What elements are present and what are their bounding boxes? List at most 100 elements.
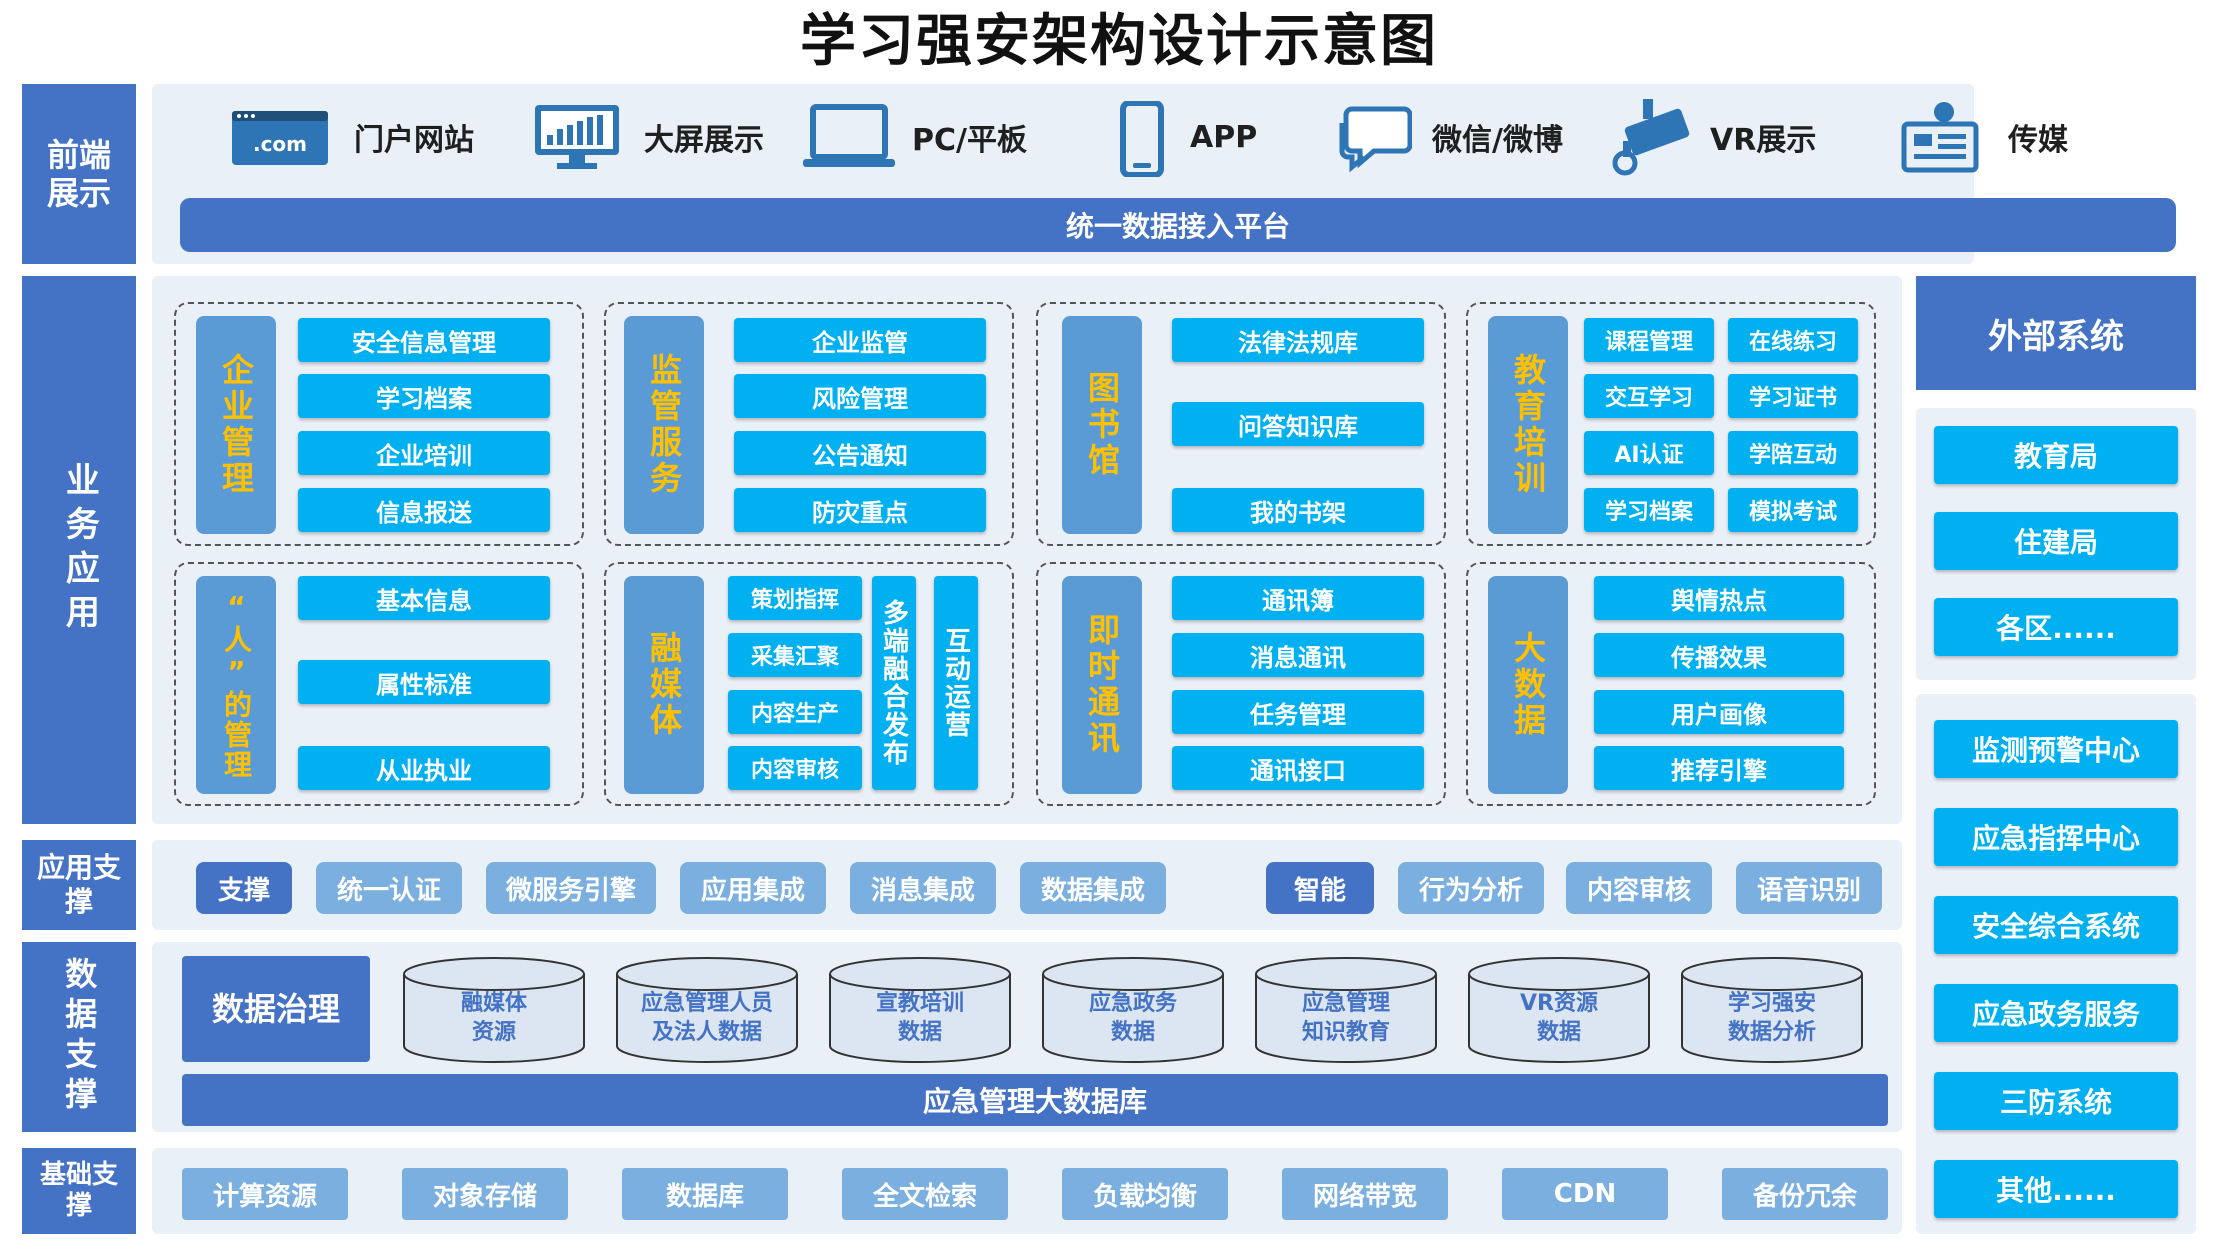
web-portal-icon-text: .com [253, 132, 307, 156]
btn-public-opinion[interactable]: 舆情热点 [1594, 576, 1844, 620]
pill-data-integration[interactable]: 数据集成 [1020, 862, 1166, 914]
ext-monitoring-center[interactable]: 监测预警中心 [1934, 720, 2178, 778]
base-fulltext-search[interactable]: 全文检索 [842, 1168, 1008, 1220]
frontend-label-app: APP [1190, 119, 1258, 155]
btn-interactive-operation[interactable]: 互动运营 [934, 576, 978, 790]
base-object-storage[interactable]: 对象存储 [402, 1168, 568, 1220]
section-tab-app-support: 应用支撑 [22, 840, 136, 930]
unified-data-access-platform: 统一数据接入平台 [180, 198, 2176, 252]
pill-speech-recognition[interactable]: 语音识别 [1736, 862, 1882, 914]
btn-propagation-effect[interactable]: 传播效果 [1594, 633, 1844, 677]
btn-enterprise-supervision[interactable]: 企业监管 [734, 318, 986, 362]
page-title: 学习强安架构设计示意图 [800, 9, 1438, 74]
data-governance: 数据治理 [182, 956, 370, 1062]
btn-message-communication[interactable]: 消息通讯 [1172, 633, 1424, 677]
btn-user-portrait[interactable]: 用户画像 [1594, 690, 1844, 734]
btn-learning-archive[interactable]: 学习档案 [298, 374, 550, 418]
ext-command-center[interactable]: 应急指挥中心 [1934, 808, 2178, 866]
cylinder-line: 应急管理人员 [640, 991, 773, 1016]
cylinder-line: 数据 [897, 1019, 942, 1045]
btn-mock-exam[interactable]: 模拟考试 [1728, 488, 1858, 532]
section-tab-data-support: 数据支撑 [22, 942, 136, 1132]
btn-planning-command[interactable]: 策划指挥 [728, 576, 862, 620]
btn-multi-end-publish[interactable]: 多端融合发布 [872, 576, 916, 790]
ext-gov-service[interactable]: 应急政务服务 [1934, 984, 2178, 1042]
frontend-label-wechat: 微信/微博 [1432, 123, 1563, 158]
group-big-data [1466, 562, 1876, 806]
frontend-label-portal: 门户网站 [354, 123, 474, 158]
btn-content-production[interactable]: 内容生产 [728, 690, 862, 734]
btn-task-management[interactable]: 任务管理 [1172, 690, 1424, 734]
btn-interactive-learning[interactable]: 交互学习 [1584, 374, 1714, 418]
external-systems-title: 外部系统 [1916, 276, 2196, 390]
base-cdn[interactable]: CDN [1502, 1168, 1668, 1220]
btn-attribute-standard[interactable]: 属性标准 [298, 660, 550, 704]
group-supervision-service [604, 302, 1014, 546]
base-bandwidth[interactable]: 网络带宽 [1282, 1168, 1448, 1220]
btn-basic-info[interactable]: 基本信息 [298, 576, 550, 620]
btn-safety-info-management[interactable]: 安全信息管理 [298, 318, 550, 362]
group-label-enterprise: 企业管理 [196, 316, 276, 534]
section-tab-base-support: 基础支撑 [22, 1148, 136, 1234]
section-tab-business: 业务应用 [22, 276, 136, 824]
btn-disaster-prevention[interactable]: 防灾重点 [734, 488, 986, 532]
btn-communication-interface[interactable]: 通讯接口 [1172, 746, 1424, 790]
pill-app-integration[interactable]: 应用集成 [680, 862, 826, 914]
btn-practice-license[interactable]: 从业执业 [298, 746, 550, 790]
btn-content-review[interactable]: 内容审核 [728, 746, 862, 790]
cylinder-training-data: 宣教培训数据 [828, 956, 1012, 1064]
btn-course-management[interactable]: 课程管理 [1584, 318, 1714, 362]
ext-others[interactable]: 其他...... [1934, 1160, 2178, 1218]
btn-ai-certification[interactable]: AI认证 [1584, 431, 1714, 475]
btn-online-practice[interactable]: 在线练习 [1728, 318, 1858, 362]
ext-three-prevention[interactable]: 三防系统 [1934, 1072, 2178, 1130]
cylinder-line: 应急政务 [1088, 991, 1177, 1016]
base-compute[interactable]: 计算资源 [182, 1168, 348, 1220]
pill-behavior-analysis[interactable]: 行为分析 [1398, 862, 1544, 914]
group-label-media: 融媒体 [624, 576, 704, 794]
cylinder-line: 数据分析 [1727, 1019, 1816, 1045]
group-label-education: 教育培训 [1488, 316, 1568, 534]
ext-districts[interactable]: 各区...... [1934, 598, 2178, 656]
external-group-2 [1916, 694, 2196, 1234]
btn-recommend-engine[interactable]: 推荐引擎 [1594, 746, 1844, 790]
cylinder-data-analysis: 学习强安数据分析 [1680, 956, 1864, 1064]
ext-safety-system[interactable]: 安全综合系统 [1934, 896, 2178, 954]
group-label-im: 即时通讯 [1062, 576, 1142, 794]
btn-address-book[interactable]: 通讯簿 [1172, 576, 1424, 620]
base-load-balance[interactable]: 负载均衡 [1062, 1168, 1228, 1220]
btn-info-report[interactable]: 信息报送 [298, 488, 550, 532]
group-education-training [1466, 302, 1876, 546]
btn-law-library[interactable]: 法律法规库 [1172, 318, 1424, 362]
btn-collect-aggregate[interactable]: 采集汇聚 [728, 633, 862, 677]
base-database[interactable]: 数据库 [622, 1168, 788, 1220]
btn-enterprise-training[interactable]: 企业培训 [298, 431, 550, 475]
btn-qa-knowledge[interactable]: 问答知识库 [1172, 402, 1424, 446]
group-instant-messaging [1036, 562, 1446, 806]
pill-microservice-engine[interactable]: 微服务引擎 [486, 862, 656, 914]
cylinder-line: 知识教育 [1301, 1019, 1390, 1045]
group-label-people: “人”的管理 [196, 576, 276, 794]
frontend-label-vr: VR展示 [1710, 123, 1817, 158]
big-screen-icon [532, 102, 622, 174]
btn-learning-interaction[interactable]: 学陪互动 [1728, 431, 1858, 475]
ext-education-bureau[interactable]: 教育局 [1934, 426, 2178, 484]
ext-housing-bureau[interactable]: 住建局 [1934, 512, 2178, 570]
pill-content-review[interactable]: 内容审核 [1566, 862, 1712, 914]
btn-risk-management[interactable]: 风险管理 [734, 374, 986, 418]
btn-learning-certificate[interactable]: 学习证书 [1728, 374, 1858, 418]
pill-message-integration[interactable]: 消息集成 [850, 862, 996, 914]
support-head: 支撑 [196, 862, 292, 914]
frontend-label-pc: PC/平板 [912, 123, 1027, 158]
group-library [1036, 302, 1446, 546]
cylinder-line: 宣教培训 [875, 991, 964, 1016]
cylinder-line: 学习强安 [1727, 991, 1816, 1016]
btn-my-bookshelf[interactable]: 我的书架 [1172, 488, 1424, 532]
phone-icon [1116, 100, 1168, 178]
btn-learning-archive-edu[interactable]: 学习档案 [1584, 488, 1714, 532]
group-enterprise-management [174, 302, 584, 546]
base-backup[interactable]: 备份冗余 [1722, 1168, 1888, 1220]
btn-announcement[interactable]: 公告通知 [734, 431, 986, 475]
cylinder-knowledge-education: 应急管理知识教育 [1254, 956, 1438, 1064]
pill-unified-auth[interactable]: 统一认证 [316, 862, 462, 914]
